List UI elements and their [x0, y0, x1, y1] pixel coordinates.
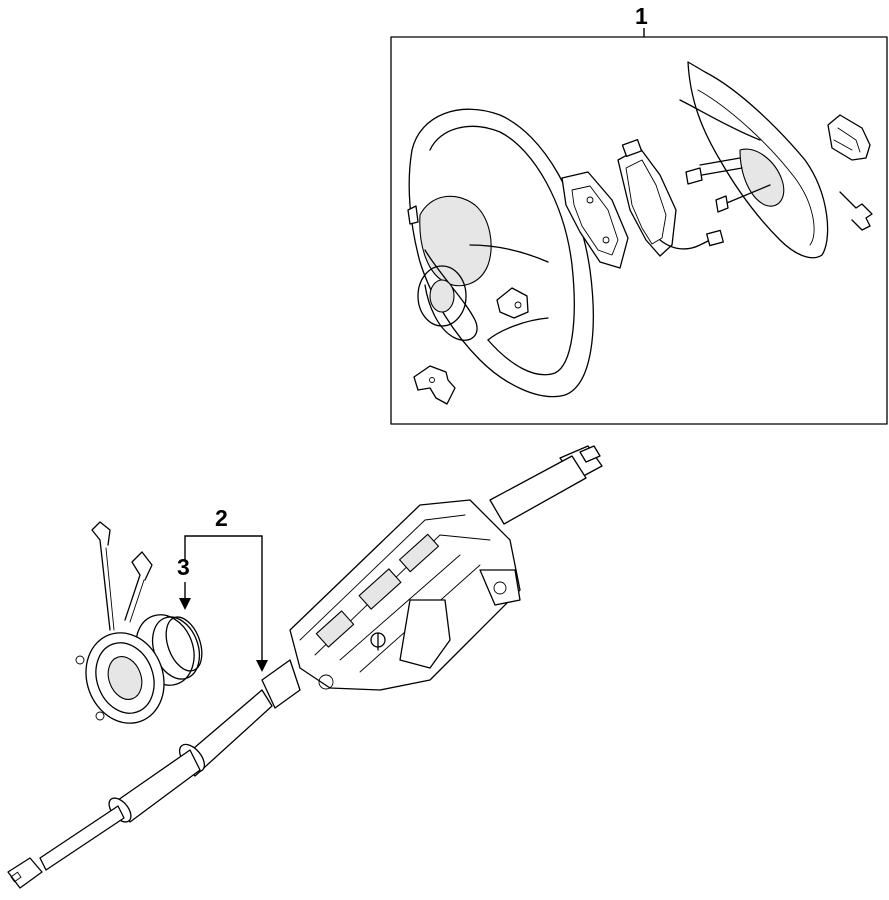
- switch-module[interactable]: [827, 114, 871, 161]
- airbag-cover[interactable]: [679, 61, 829, 259]
- steering-wheel[interactable]: [407, 108, 594, 398]
- callout-2-arrowhead: [256, 660, 268, 672]
- wheel-clip[interactable]: [413, 365, 456, 405]
- callout-2-label[interactable]: 2: [215, 505, 228, 531]
- callout-3-group: 3: [177, 554, 191, 610]
- steering-column[interactable]: [7, 445, 603, 889]
- mounting-plate[interactable]: [561, 171, 629, 269]
- callout-1-group: 1: [390, 3, 888, 425]
- clock-spring-module[interactable]: [617, 138, 724, 257]
- callout-2-group: 2: [184, 505, 268, 672]
- callout-1-label[interactable]: 1: [635, 3, 648, 29]
- assembly-box: [390, 36, 888, 425]
- callout-2-bracket: [184, 535, 263, 662]
- clock-spring-ring[interactable]: [74, 521, 209, 734]
- connector-bracket[interactable]: [839, 191, 873, 231]
- callout-3-label[interactable]: 3: [177, 554, 190, 580]
- callout-3-arrowhead: [179, 598, 191, 610]
